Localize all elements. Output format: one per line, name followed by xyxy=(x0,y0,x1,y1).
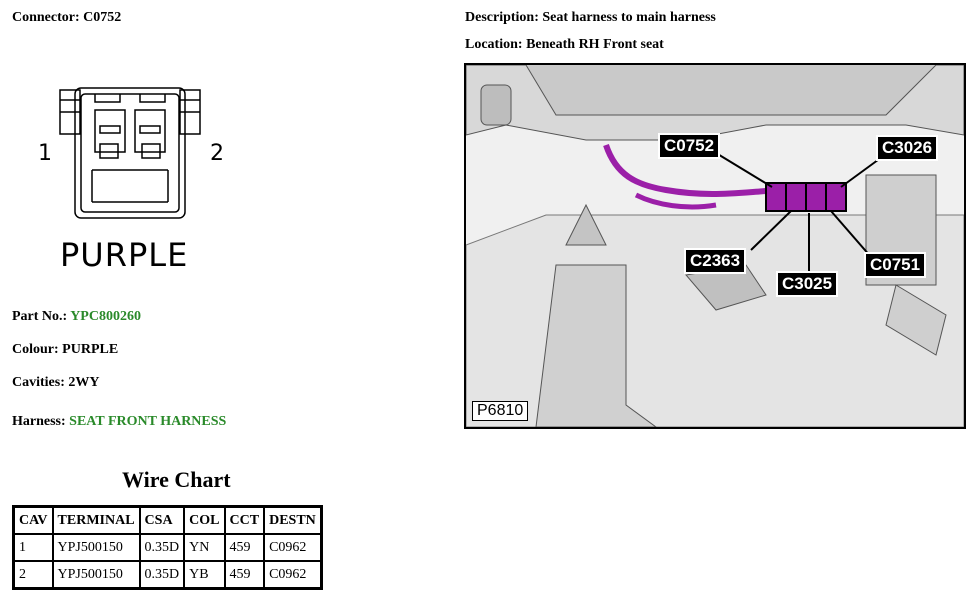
wire-chart-title: Wire Chart xyxy=(122,467,231,492)
cell-cav: 1 xyxy=(12,533,54,562)
harness-line: Harness: SEAT FRONT HARNESS xyxy=(12,414,226,430)
callout-c0752: C0752 xyxy=(658,133,721,159)
harness-label: Harness: xyxy=(12,414,66,429)
cell-csa: 0.35D xyxy=(138,533,186,562)
connector-heading: Connector: C0752 xyxy=(12,10,121,26)
part-no-link[interactable]: YPC800260 xyxy=(70,309,141,324)
cell-col: YN xyxy=(183,533,226,562)
part-no-line: Part No.: YPC800260 xyxy=(12,309,141,325)
header-csa: CSA xyxy=(138,505,186,535)
cell-cct: 459 xyxy=(223,533,266,562)
header-destn: DESTN xyxy=(263,505,323,535)
header-cct: CCT xyxy=(223,505,266,535)
connector-color-text: PURPLE xyxy=(60,236,189,274)
cell-destn: C0962 xyxy=(263,560,323,590)
cell-terminal: YPJ500150 xyxy=(51,560,141,590)
figure-id: P6810 xyxy=(472,401,529,421)
description-label: Description: xyxy=(465,10,539,25)
cavities-value: 2WY xyxy=(68,375,100,390)
cell-cct: 459 xyxy=(223,560,266,590)
pin-1-label: 1 xyxy=(38,141,52,166)
callout-c0751: C0751 xyxy=(864,252,927,278)
location-value: Beneath RH Front seat xyxy=(526,37,664,52)
cell-terminal: YPJ500150 xyxy=(51,533,141,562)
pin-2-label: 2 xyxy=(210,141,224,166)
description-line: Description: Seat harness to main harnes… xyxy=(465,10,716,26)
harness-link[interactable]: SEAT FRONT HARNESS xyxy=(69,414,227,429)
cell-cav: 2 xyxy=(12,560,54,590)
connector-face-diagram: 1 2 xyxy=(38,87,224,219)
table-row: 2 YPJ500150 0.35D YB 459 C0962 xyxy=(12,560,323,590)
wire-chart-table: CAV TERMINAL CSA COL CCT DESTN 1 YPJ5001… xyxy=(12,505,323,590)
connector-label: Connector: xyxy=(12,10,80,25)
colour-value: PURPLE xyxy=(62,342,119,357)
cavities-label: Cavities: xyxy=(12,375,65,390)
colour-label: Colour: xyxy=(12,342,59,357)
header-cav: CAV xyxy=(12,505,54,535)
colour-line: Colour: PURPLE xyxy=(12,342,118,358)
location-illustration: C0752 C3026 C2363 C3025 C0751 P6810 xyxy=(464,63,966,429)
callout-c3026: C3026 xyxy=(876,135,939,161)
cell-col: YB xyxy=(183,560,226,590)
seat-area-drawing xyxy=(466,65,964,427)
part-no-label: Part No.: xyxy=(12,309,68,324)
location-line: Location: Beneath RH Front seat xyxy=(465,37,664,53)
connector-value: C0752 xyxy=(83,10,122,25)
cell-csa: 0.35D xyxy=(138,560,186,590)
header-col: COL xyxy=(183,505,226,535)
location-label: Location: xyxy=(465,37,523,52)
cell-destn: C0962 xyxy=(263,533,323,562)
header-terminal: TERMINAL xyxy=(51,505,141,535)
description-value: Seat harness to main harness xyxy=(542,10,716,25)
table-row: 1 YPJ500150 0.35D YN 459 C0962 xyxy=(12,533,323,562)
callout-c2363: C2363 xyxy=(684,248,747,274)
table-header-row: CAV TERMINAL CSA COL CCT DESTN xyxy=(12,505,323,535)
callout-c3025: C3025 xyxy=(776,271,839,297)
cavities-line: Cavities: 2WY xyxy=(12,375,100,391)
